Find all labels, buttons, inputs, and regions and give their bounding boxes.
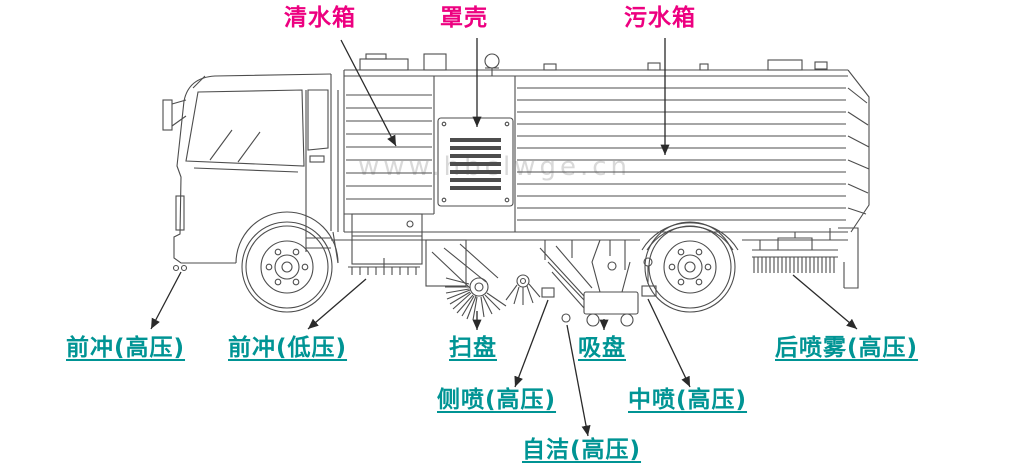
leader-front-flush-low <box>307 278 367 330</box>
leader-lines <box>150 38 858 437</box>
label-front-flush-high: 前冲(高压) <box>66 335 186 361</box>
leader-rear-spray <box>792 274 858 330</box>
label-sweep-disc: 扫盘 <box>449 335 497 361</box>
leader-clean-water-tank <box>340 39 397 147</box>
front-flush-nozzles <box>172 258 420 275</box>
label-cover-shell: 罩壳 <box>440 5 488 31</box>
leader-side-spray <box>514 299 549 388</box>
label-mid-spray-high: 中喷(高压) <box>628 387 748 413</box>
leader-self-clean <box>566 324 591 437</box>
rear-spray-bar <box>752 227 859 289</box>
label-self-clean-high: 自洁(高压) <box>522 437 642 463</box>
truck-cab <box>162 73 339 264</box>
leader-mid-spray <box>647 298 691 388</box>
front-wheel <box>241 221 333 313</box>
suction-nozzle <box>547 239 639 327</box>
label-dirty-water-tank: 污水箱 <box>624 5 696 31</box>
label-clean-water-tank: 清水箱 <box>284 5 356 31</box>
sweep-brush <box>445 274 541 321</box>
rear-wheel <box>641 221 739 313</box>
label-front-flush-low: 前冲(低压) <box>228 335 348 361</box>
label-side-spray-high: 侧喷(高压) <box>437 387 557 413</box>
label-suction-disc: 吸盘 <box>578 335 626 361</box>
clean-water-tank <box>343 53 848 232</box>
label-rear-spray-high: 后喷雾(高压) <box>775 335 919 361</box>
leader-front-flush-high <box>150 271 182 330</box>
dirty-water-tank <box>344 59 870 233</box>
